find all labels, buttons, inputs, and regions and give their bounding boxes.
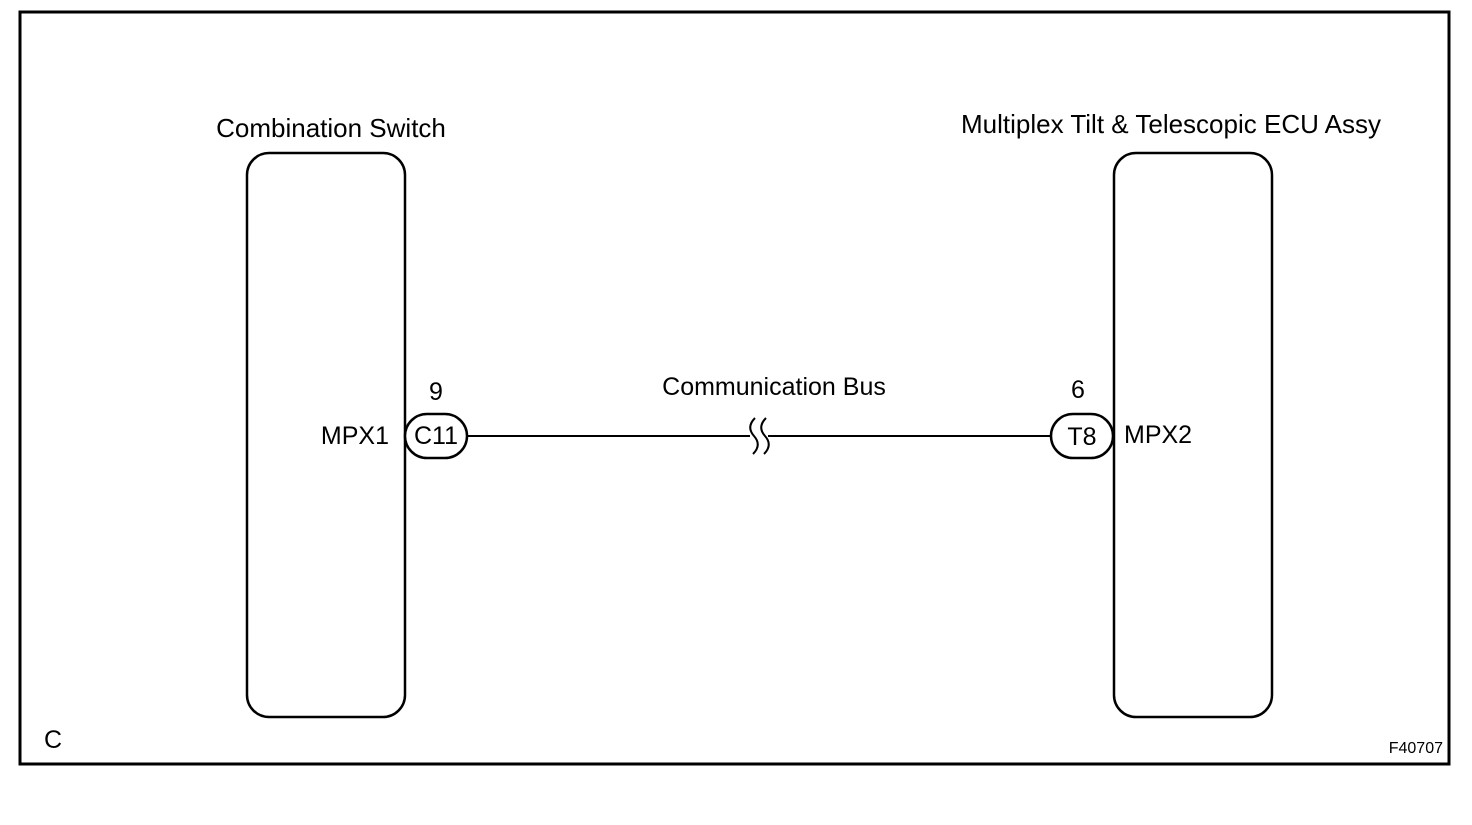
combination-switch-title: Combination Switch <box>216 113 446 143</box>
wire-break-symbol-right <box>760 417 770 455</box>
figure-id: F40707 <box>1389 740 1443 757</box>
mpx2-terminal-label: MPX2 <box>1124 421 1192 449</box>
right-pin-number: 6 <box>1071 376 1085 404</box>
connector-c11-label: C11 <box>414 422 458 450</box>
corner-label: C <box>44 726 62 754</box>
connector-t8-label: T8 <box>1067 423 1096 451</box>
connector-t8 <box>1049 412 1115 460</box>
communication-bus-label: Communication Bus <box>662 373 886 401</box>
left-pin-number: 9 <box>429 378 443 406</box>
diagram-frame <box>18 10 1451 766</box>
wire-break-symbol-left <box>749 417 759 455</box>
mpx1-terminal-label: MPX1 <box>321 422 389 450</box>
ecu-assy-title: Multiplex Tilt & Telescopic ECU Assy <box>961 109 1381 139</box>
